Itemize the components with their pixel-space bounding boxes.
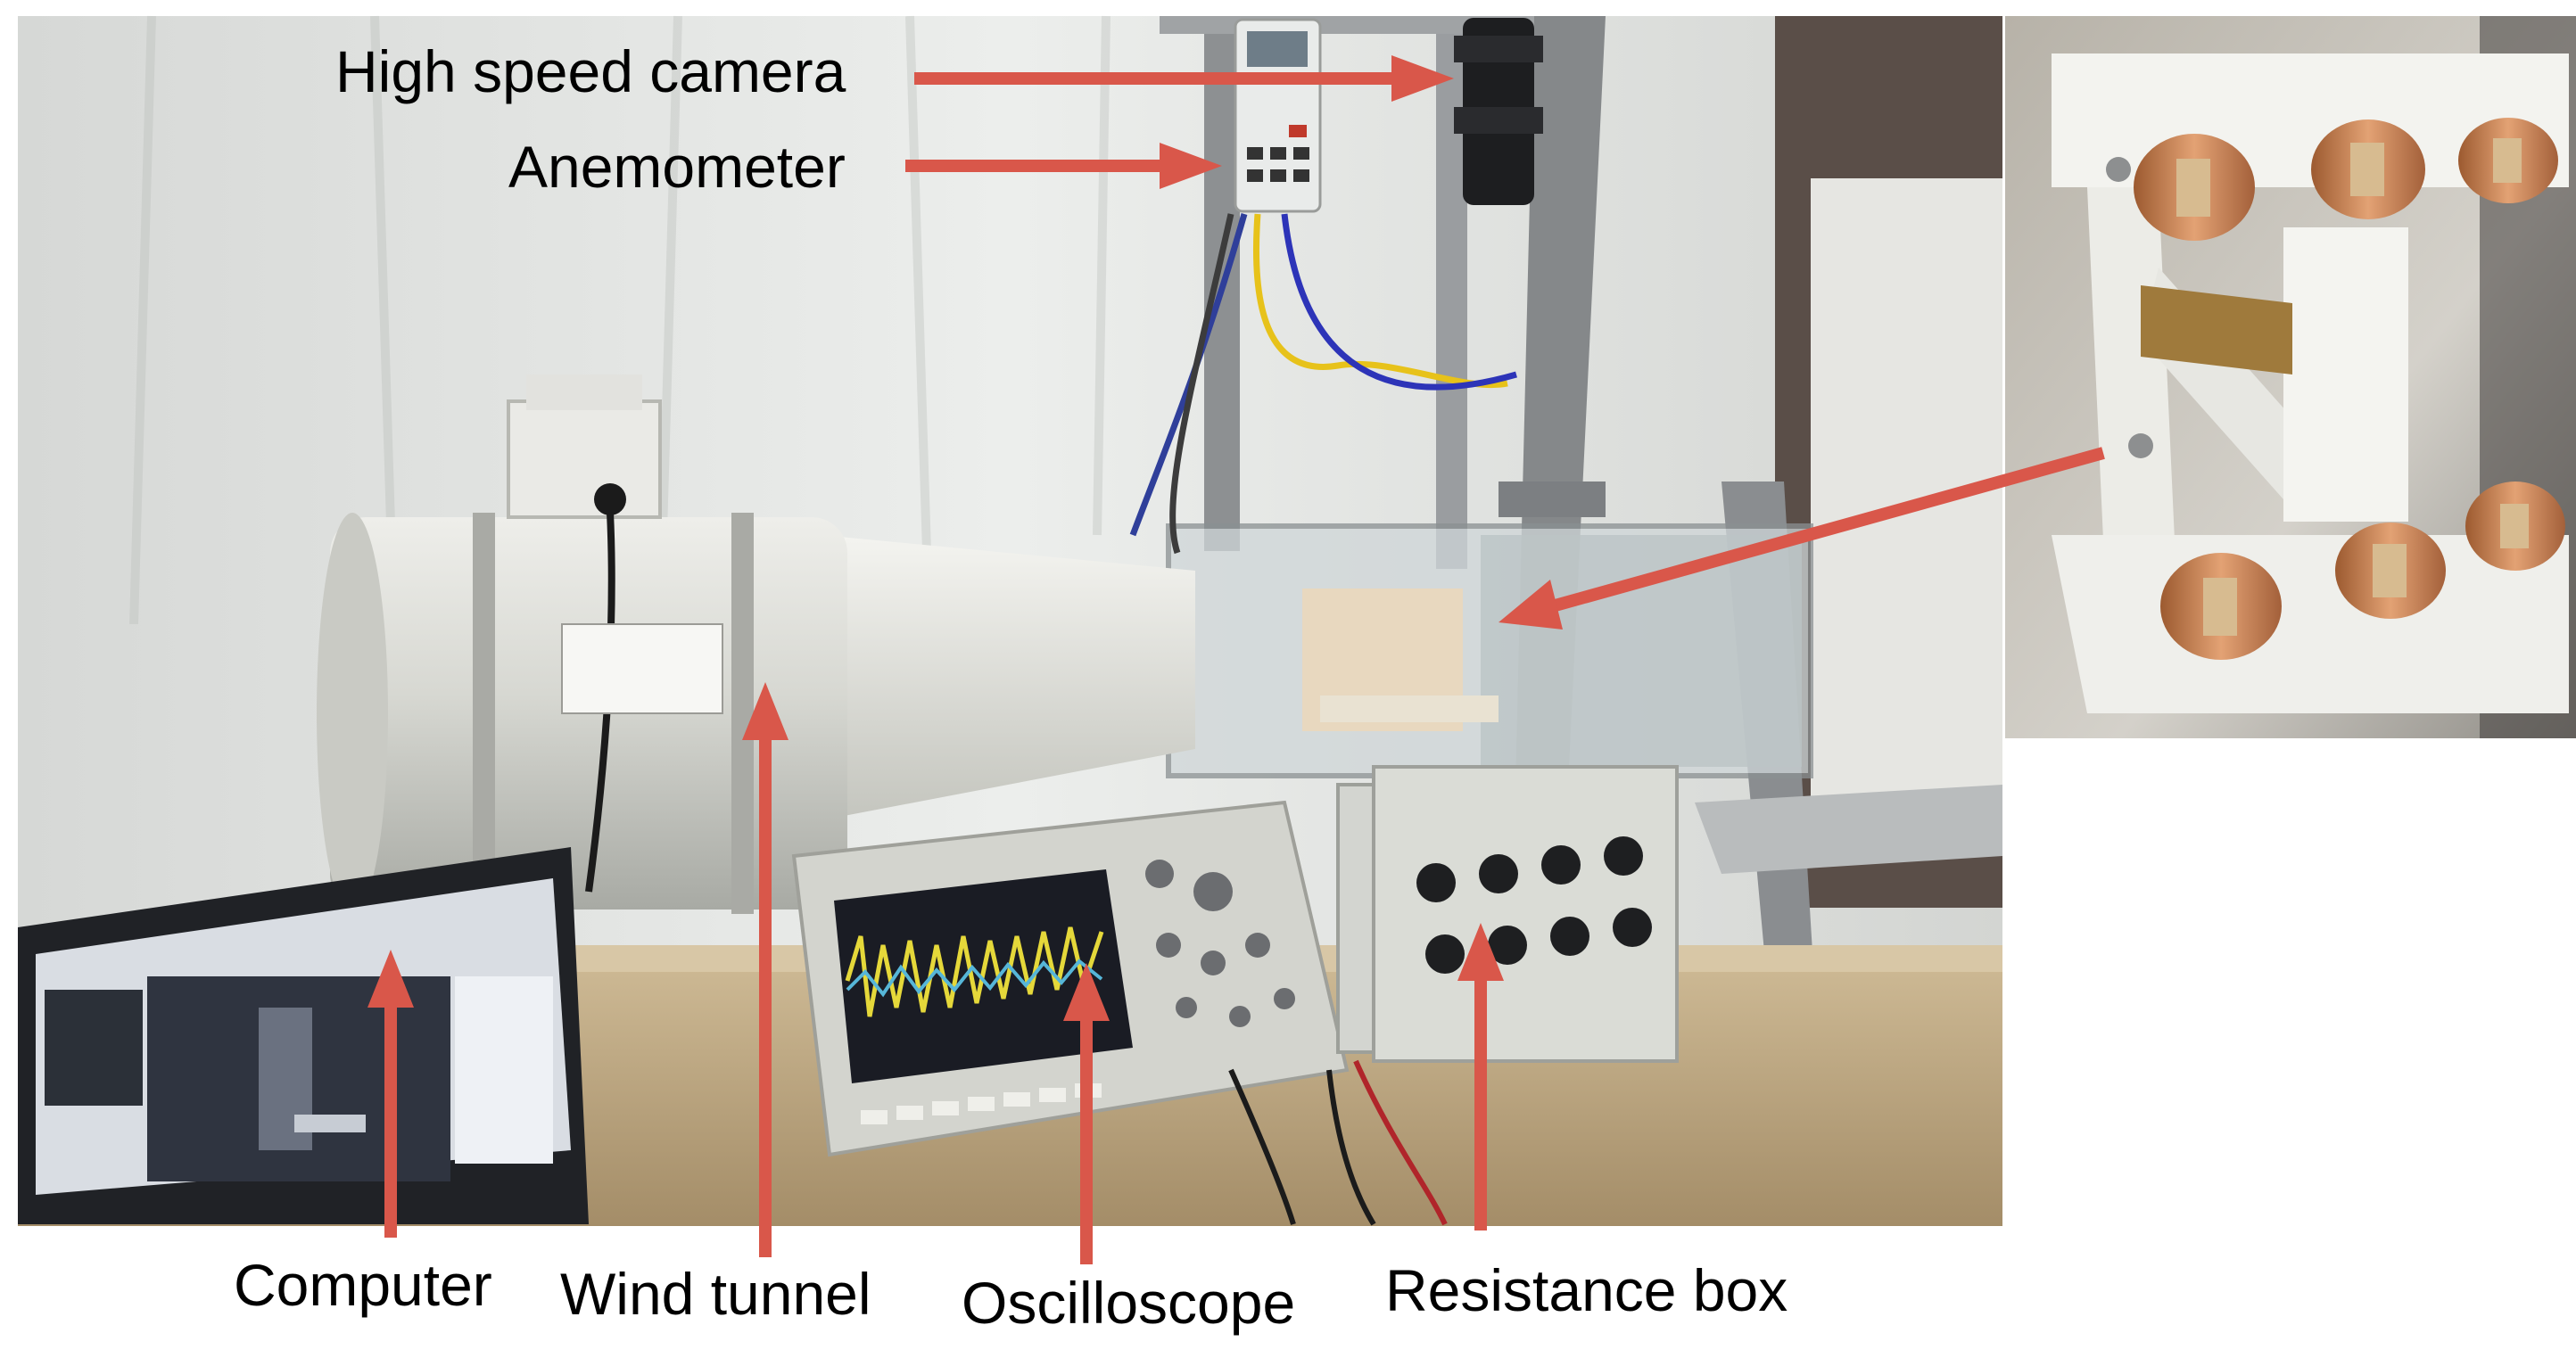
label-wind-tunnel: Wind tunnel — [560, 1261, 871, 1327]
inset-photo — [2005, 16, 2576, 738]
label-computer: Computer — [234, 1252, 492, 1318]
arrow-inset-pointer — [1550, 447, 2105, 613]
main-photo — [18, 15, 2002, 1226]
label-oscilloscope: Oscilloscope — [962, 1270, 1296, 1336]
inset-top-coils — [2134, 118, 2558, 241]
oscilloscope-device — [791, 800, 1350, 1157]
wind-tunnel-body — [317, 374, 1195, 914]
label-anemometer: Anemometer — [508, 134, 846, 200]
high-speed-camera — [1454, 18, 1543, 205]
cables — [1129, 213, 1517, 555]
annotation-arrows — [367, 55, 2105, 1264]
laptop-computer — [18, 847, 589, 1224]
inset-bottom-coils — [2160, 481, 2565, 660]
resistance-box-device — [1228, 765, 1679, 1226]
anemometer-device — [1234, 18, 1322, 213]
label-resistance-box: Resistance box — [1385, 1257, 1788, 1323]
label-high-speed-camera: High speed camera — [335, 38, 846, 104]
